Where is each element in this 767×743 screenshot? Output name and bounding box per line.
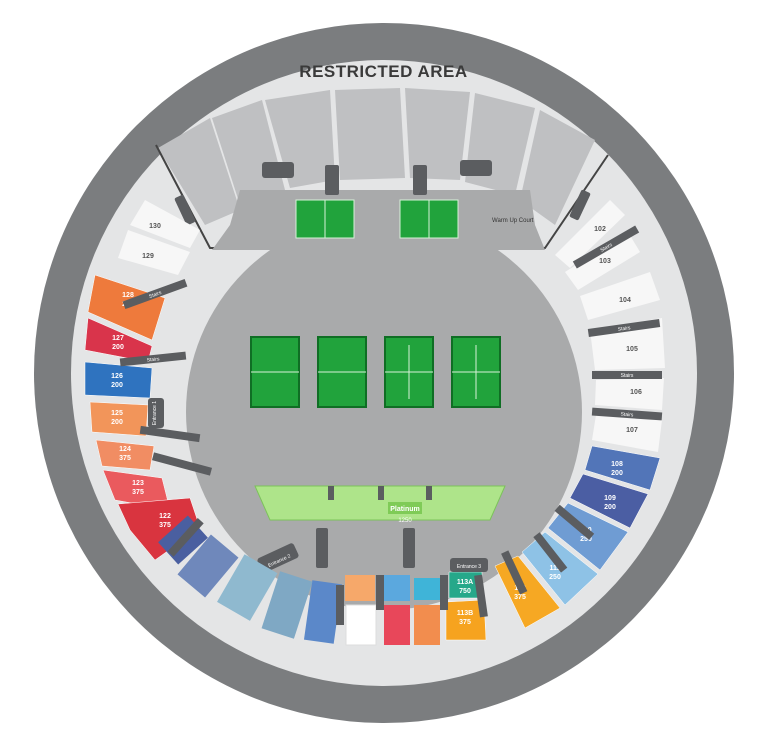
court-2	[317, 336, 367, 408]
section-label: 106	[630, 389, 642, 396]
section-price: 375	[514, 594, 526, 601]
section-104[interactable]: 104	[0, 0, 631, 304]
section-label: 111	[550, 565, 561, 572]
section-price: 375	[159, 522, 171, 529]
section-105[interactable]: 105	[0, 0, 638, 353]
restricted-area-title: RESTRICTED AREA	[299, 62, 468, 81]
section-label: 103	[599, 258, 611, 265]
section-label: 105	[626, 346, 638, 353]
section-price: 750	[459, 588, 471, 595]
platinum-section[interactable]: Platinum 1250	[254, 485, 506, 524]
bottom-stairs	[119, 278, 595, 625]
stairs-label: Stairs	[148, 290, 163, 300]
section-label: 104	[619, 297, 631, 304]
warmup-court-label: Warm Up Court	[492, 218, 534, 224]
entrance-1-label: Entrance 1	[152, 401, 158, 425]
section-price: 250	[580, 536, 592, 543]
stairs-label: Stairs	[599, 242, 614, 254]
court-1	[250, 336, 300, 408]
section-103[interactable]: 103	[0, 0, 611, 265]
court-3	[384, 336, 434, 408]
stairs-label: Stairs	[146, 356, 160, 363]
warmup-courts	[295, 199, 459, 239]
section-label: 113B	[457, 610, 473, 617]
platinum-label: Platinum	[390, 506, 420, 513]
floor-stairs	[316, 528, 415, 568]
section-label: 122	[159, 513, 171, 520]
bottom-small-sections	[158, 515, 440, 646]
section-label: 108	[611, 461, 623, 468]
section-label: 130	[149, 223, 161, 230]
stairs-label: Stairs	[621, 373, 634, 379]
arena-floor	[186, 214, 582, 610]
left-stand-white	[118, 200, 200, 275]
section-102[interactable]: 102	[0, 0, 606, 233]
right-stairs	[572, 225, 663, 421]
section-113B[interactable]: 113B 375	[445, 599, 487, 641]
section-label: 125	[111, 410, 123, 417]
section-label: 126	[111, 373, 123, 380]
section-130[interactable]: 130	[0, 0, 161, 230]
section-107[interactable]: 107	[0, 0, 638, 434]
entrance-markers	[148, 398, 488, 573]
section-109[interactable]: 109 200	[569, 473, 649, 529]
section-label: 124	[119, 446, 131, 453]
section-label: 113A	[457, 579, 473, 586]
section-label: 109	[604, 495, 616, 502]
section-label: 123	[132, 480, 144, 487]
section-price: 200	[611, 470, 623, 477]
restricted-stairs	[174, 160, 591, 226]
restricted-seating	[158, 88, 595, 225]
section-price: 375	[119, 455, 131, 462]
main-courts	[250, 336, 501, 408]
platinum-price: 1250	[398, 518, 412, 524]
section-label: 127	[112, 335, 124, 342]
section-price: 200	[604, 504, 616, 511]
entrance-3-label: Entrance 3	[457, 564, 481, 570]
section-price: 200	[112, 344, 124, 351]
section-label: 128	[122, 292, 134, 299]
section-106[interactable]: 106	[0, 0, 642, 396]
section-price: 200	[111, 382, 123, 389]
section-price: 375	[132, 489, 144, 496]
section-129[interactable]: 129	[0, 0, 154, 260]
section-price: 200	[111, 419, 123, 426]
stairs-label: Stairs	[617, 325, 631, 333]
section-price: 250	[549, 574, 561, 581]
warmup-area	[212, 225, 545, 250]
court-4	[451, 336, 501, 408]
section-label: 107	[626, 427, 638, 434]
stairs-label: Stairs	[620, 412, 634, 419]
section-label: 129	[142, 253, 154, 260]
section-label: 102	[594, 226, 606, 233]
section-price: 375	[459, 619, 471, 626]
